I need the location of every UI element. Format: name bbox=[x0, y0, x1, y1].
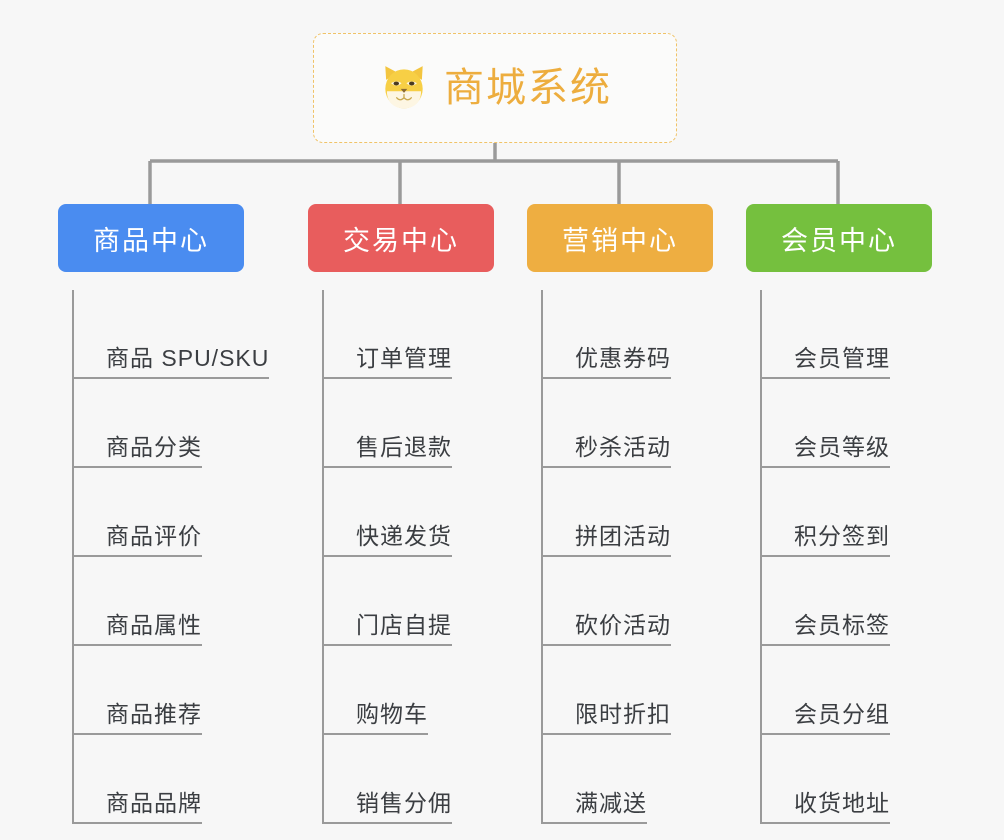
leaf-label: 商品品牌 bbox=[74, 790, 202, 824]
leaf-label: 优惠券码 bbox=[543, 345, 671, 379]
leaf-item[interactable]: 会员标签 bbox=[762, 557, 966, 646]
leaf-label: 秒杀活动 bbox=[543, 434, 671, 468]
leaf-item[interactable]: 限时折扣 bbox=[543, 646, 747, 735]
leaf-item[interactable]: 商品品牌 bbox=[74, 735, 278, 824]
category-column: 商品中心商品 SPU/SKU 商品分类商品评价商品属性商品推荐商品品牌 bbox=[58, 204, 278, 824]
leaf-label: 售后退款 bbox=[324, 434, 452, 468]
leaf-item[interactable]: 会员管理 bbox=[762, 290, 966, 379]
root-node[interactable]: 商城系统 bbox=[313, 33, 677, 143]
category-label: 营销中心 bbox=[562, 225, 678, 256]
leaf-label: 购物车 bbox=[324, 701, 428, 735]
leaf-label: 会员标签 bbox=[762, 612, 890, 646]
category-column: 交易中心订单管理售后退款快递发货门店自提购物车销售分佣 bbox=[308, 204, 528, 824]
leaf-item[interactable]: 会员分组 bbox=[762, 646, 966, 735]
leaf-list: 订单管理售后退款快递发货门店自提购物车销售分佣 bbox=[322, 290, 528, 824]
leaf-label: 拼团活动 bbox=[543, 523, 671, 557]
category-header-3[interactable]: 会员中心 bbox=[746, 204, 932, 272]
leaf-item[interactable]: 优惠券码 bbox=[543, 290, 747, 379]
leaf-label: 商品属性 bbox=[74, 612, 202, 646]
leaf-list: 优惠券码秒杀活动拼团活动砍价活动限时折扣满减送 bbox=[541, 290, 747, 824]
leaf-label: 商品推荐 bbox=[74, 701, 202, 735]
leaf-label: 销售分佣 bbox=[324, 790, 452, 824]
leaf-label: 会员分组 bbox=[762, 701, 890, 735]
leaf-item[interactable]: 商品属性 bbox=[74, 557, 278, 646]
leaf-item[interactable]: 满减送 bbox=[543, 735, 747, 824]
leaf-label: 会员管理 bbox=[762, 345, 890, 379]
leaf-label: 商品 SPU/SKU bbox=[74, 345, 270, 379]
leaf-item[interactable]: 砍价活动 bbox=[543, 557, 747, 646]
category-header-0[interactable]: 商品中心 bbox=[58, 204, 244, 272]
leaf-label: 门店自提 bbox=[324, 612, 452, 646]
leaf-label: 积分签到 bbox=[762, 523, 890, 557]
leaf-list: 会员管理会员等级积分签到会员标签会员分组收货地址 bbox=[760, 290, 966, 824]
category-label: 商品中心 bbox=[93, 225, 209, 256]
leaf-label: 订单管理 bbox=[324, 345, 452, 379]
leaf-item[interactable]: 收货地址 bbox=[762, 735, 966, 824]
leaf-item[interactable]: 商品 SPU/SKU bbox=[74, 290, 278, 379]
leaf-label: 砍价活动 bbox=[543, 612, 671, 646]
shiba-dog-face-icon bbox=[385, 66, 423, 110]
category-column: 会员中心会员管理会员等级积分签到会员标签会员分组收货地址 bbox=[746, 204, 966, 824]
category-column: 营销中心优惠券码秒杀活动拼团活动砍价活动限时折扣满减送 bbox=[527, 204, 747, 824]
leaf-item[interactable]: 销售分佣 bbox=[324, 735, 528, 824]
leaf-label: 商品评价 bbox=[74, 523, 202, 557]
leaf-label: 限时折扣 bbox=[543, 701, 671, 735]
category-header-1[interactable]: 交易中心 bbox=[308, 204, 494, 272]
leaf-item[interactable]: 门店自提 bbox=[324, 557, 528, 646]
leaf-item[interactable]: 购物车 bbox=[324, 646, 528, 735]
category-label: 会员中心 bbox=[781, 225, 897, 256]
leaf-item[interactable]: 售后退款 bbox=[324, 379, 528, 468]
leaf-item[interactable]: 秒杀活动 bbox=[543, 379, 747, 468]
leaf-label: 收货地址 bbox=[762, 790, 890, 824]
leaf-item[interactable]: 订单管理 bbox=[324, 290, 528, 379]
leaf-label: 满减送 bbox=[543, 790, 647, 824]
leaf-label: 商品分类 bbox=[74, 434, 202, 468]
category-label: 交易中心 bbox=[343, 225, 459, 256]
leaf-item[interactable]: 商品推荐 bbox=[74, 646, 278, 735]
leaf-item[interactable]: 商品评价 bbox=[74, 468, 278, 557]
leaf-item[interactable]: 快递发货 bbox=[324, 468, 528, 557]
category-header-2[interactable]: 营销中心 bbox=[527, 204, 713, 272]
root-title: 商城系统 bbox=[444, 66, 612, 110]
leaf-item[interactable]: 商品分类 bbox=[74, 379, 278, 468]
leaf-label: 快递发货 bbox=[324, 523, 452, 557]
leaf-item[interactable]: 会员等级 bbox=[762, 379, 966, 468]
leaf-list: 商品 SPU/SKU 商品分类商品评价商品属性商品推荐商品品牌 bbox=[72, 290, 278, 824]
leaf-item[interactable]: 拼团活动 bbox=[543, 468, 747, 557]
leaf-item[interactable]: 积分签到 bbox=[762, 468, 966, 557]
leaf-label: 会员等级 bbox=[762, 434, 890, 468]
